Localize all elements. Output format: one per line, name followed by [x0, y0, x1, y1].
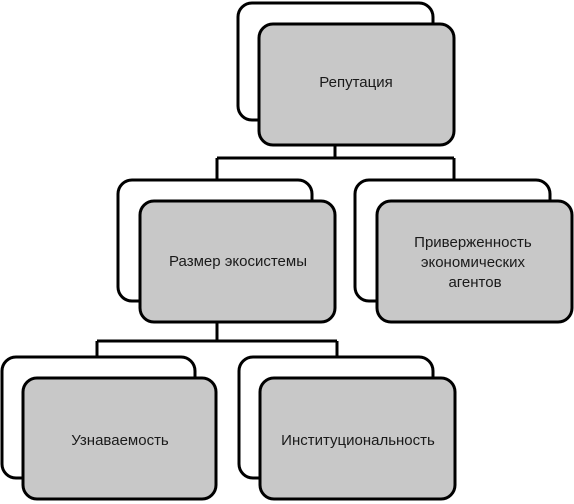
- node-recognition-label: Узнаваемость: [71, 432, 169, 449]
- node-root-front: [257, 22, 456, 147]
- node-commitment[interactable]: Приверженность экономических агентов: [353, 178, 574, 324]
- node-institutionality-label: Институциональность: [281, 432, 435, 449]
- node-root[interactable]: Репутация: [236, 1, 456, 147]
- node-ecosystem[interactable]: Размер экосистемы: [116, 178, 337, 324]
- node-commitment-front: [375, 199, 574, 324]
- node-commitment-line-3: агентов: [448, 274, 501, 291]
- node-recognition[interactable]: Узнаваемость: [0, 355, 218, 501]
- node-ecosystem-front: [138, 199, 337, 324]
- node-commitment-line-1: Приверженность: [414, 234, 532, 251]
- node-recognition-front: [21, 376, 218, 501]
- node-institutionality[interactable]: Институциональность: [237, 355, 457, 501]
- node-ecosystem-label: Размер экосистемы: [169, 253, 307, 270]
- node-commitment-line-2: экономических: [421, 254, 526, 271]
- node-commitment-label: Приверженность экономических агентов: [414, 234, 536, 291]
- node-root-label: Репутация: [319, 74, 392, 91]
- node-institutionality-front: [258, 376, 457, 501]
